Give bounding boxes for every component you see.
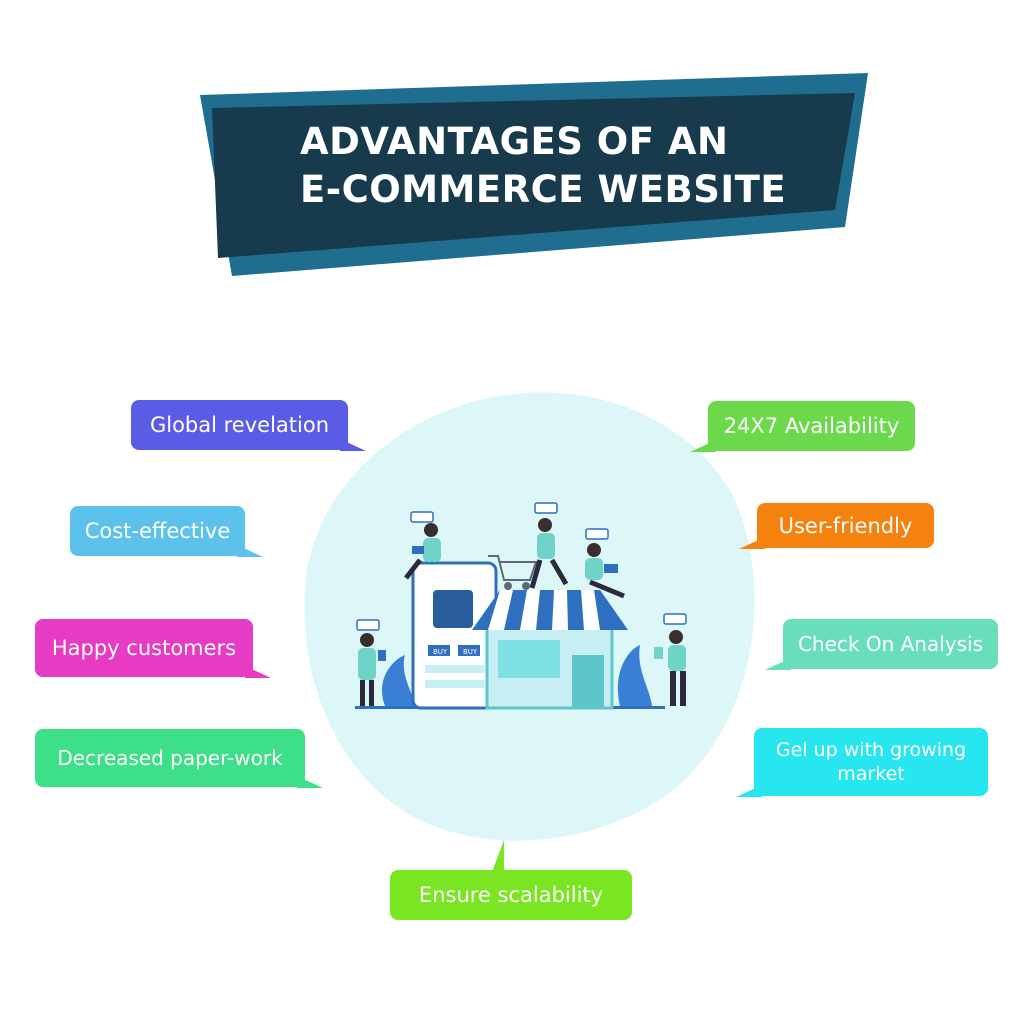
bubble-tail [340,439,366,451]
plant-left [381,655,415,706]
person-left-bottom [358,633,386,706]
advantage-label: User-friendly [778,513,913,538]
shop-awning [472,590,628,630]
advantage-label: Gel up with growing market [775,739,967,785]
shop-window [498,640,560,678]
bubble-tail [736,785,762,797]
shopping-cart-icon [488,555,538,590]
title-block: ADVANTAGES OF AN E-COMMERCE WEBSITE [0,0,1024,300]
jacket-icon [433,590,473,628]
screen-line-2 [425,680,485,688]
advantage-label: Global revelation [149,413,330,437]
bubble-tail [739,537,765,549]
bubble-tail [690,440,716,452]
buy-label-1: BUY [433,648,448,656]
advantage-bubble-happy-customers: Happy customers [35,619,271,678]
advantage-bubble-check-on-analysis: Check On Analysis [765,619,998,670]
person-right-bottom [654,630,686,706]
advantage-bubble-user-friendly: User-friendly [739,503,934,549]
advantage-label: 24X7 Availability [723,414,900,438]
buy-label-2: BUY [463,648,478,656]
person-top-center [529,518,569,589]
advantage-label: Cost-effective [84,519,231,543]
bubble-tail [245,666,271,678]
ui-tags [356,502,687,631]
title-banner-front [212,93,855,258]
shop-door [572,655,604,708]
advantage-bubble-cost-effective: Cost-effective [70,506,263,557]
page-title: ADVANTAGES OF AN E-COMMERCE WEBSITE [300,118,800,214]
advantage-bubble-24x7-availability: 24X7 Availability [690,401,915,452]
buy-box-2 [458,645,480,656]
screen-line-1 [425,665,485,673]
shop-illustration: BUY BUY [355,502,687,710]
advantage-bubble-decreased-paper-work: Decreased paper-work [35,729,323,788]
bubble-tail [492,840,504,872]
bubble-tail [765,658,791,670]
title-line-1: ADVANTAGES OF AN [300,120,729,163]
person-top-right [585,543,625,599]
title-line-2: E-COMMERCE WEBSITE [300,168,787,211]
advantage-bubble-gel-up-growing-market: Gel up with growing market [736,728,988,797]
advantage-label: Decreased paper-work [57,746,283,770]
title-banner [200,73,868,276]
advantage-bubble-global-revelation: Global revelation [131,400,366,451]
person-top-left [404,523,441,580]
advantage-label: Happy customers [51,636,237,660]
advantage-label: Check On Analysis [797,632,984,656]
bubble-tail [297,776,323,788]
buy-box-1 [428,645,450,656]
advantage-label: Ensure scalability [418,883,604,907]
bubble-tail [237,545,263,557]
advantage-bubble-ensure-scalability: Ensure scalability [390,840,632,920]
plant-right [617,645,652,706]
